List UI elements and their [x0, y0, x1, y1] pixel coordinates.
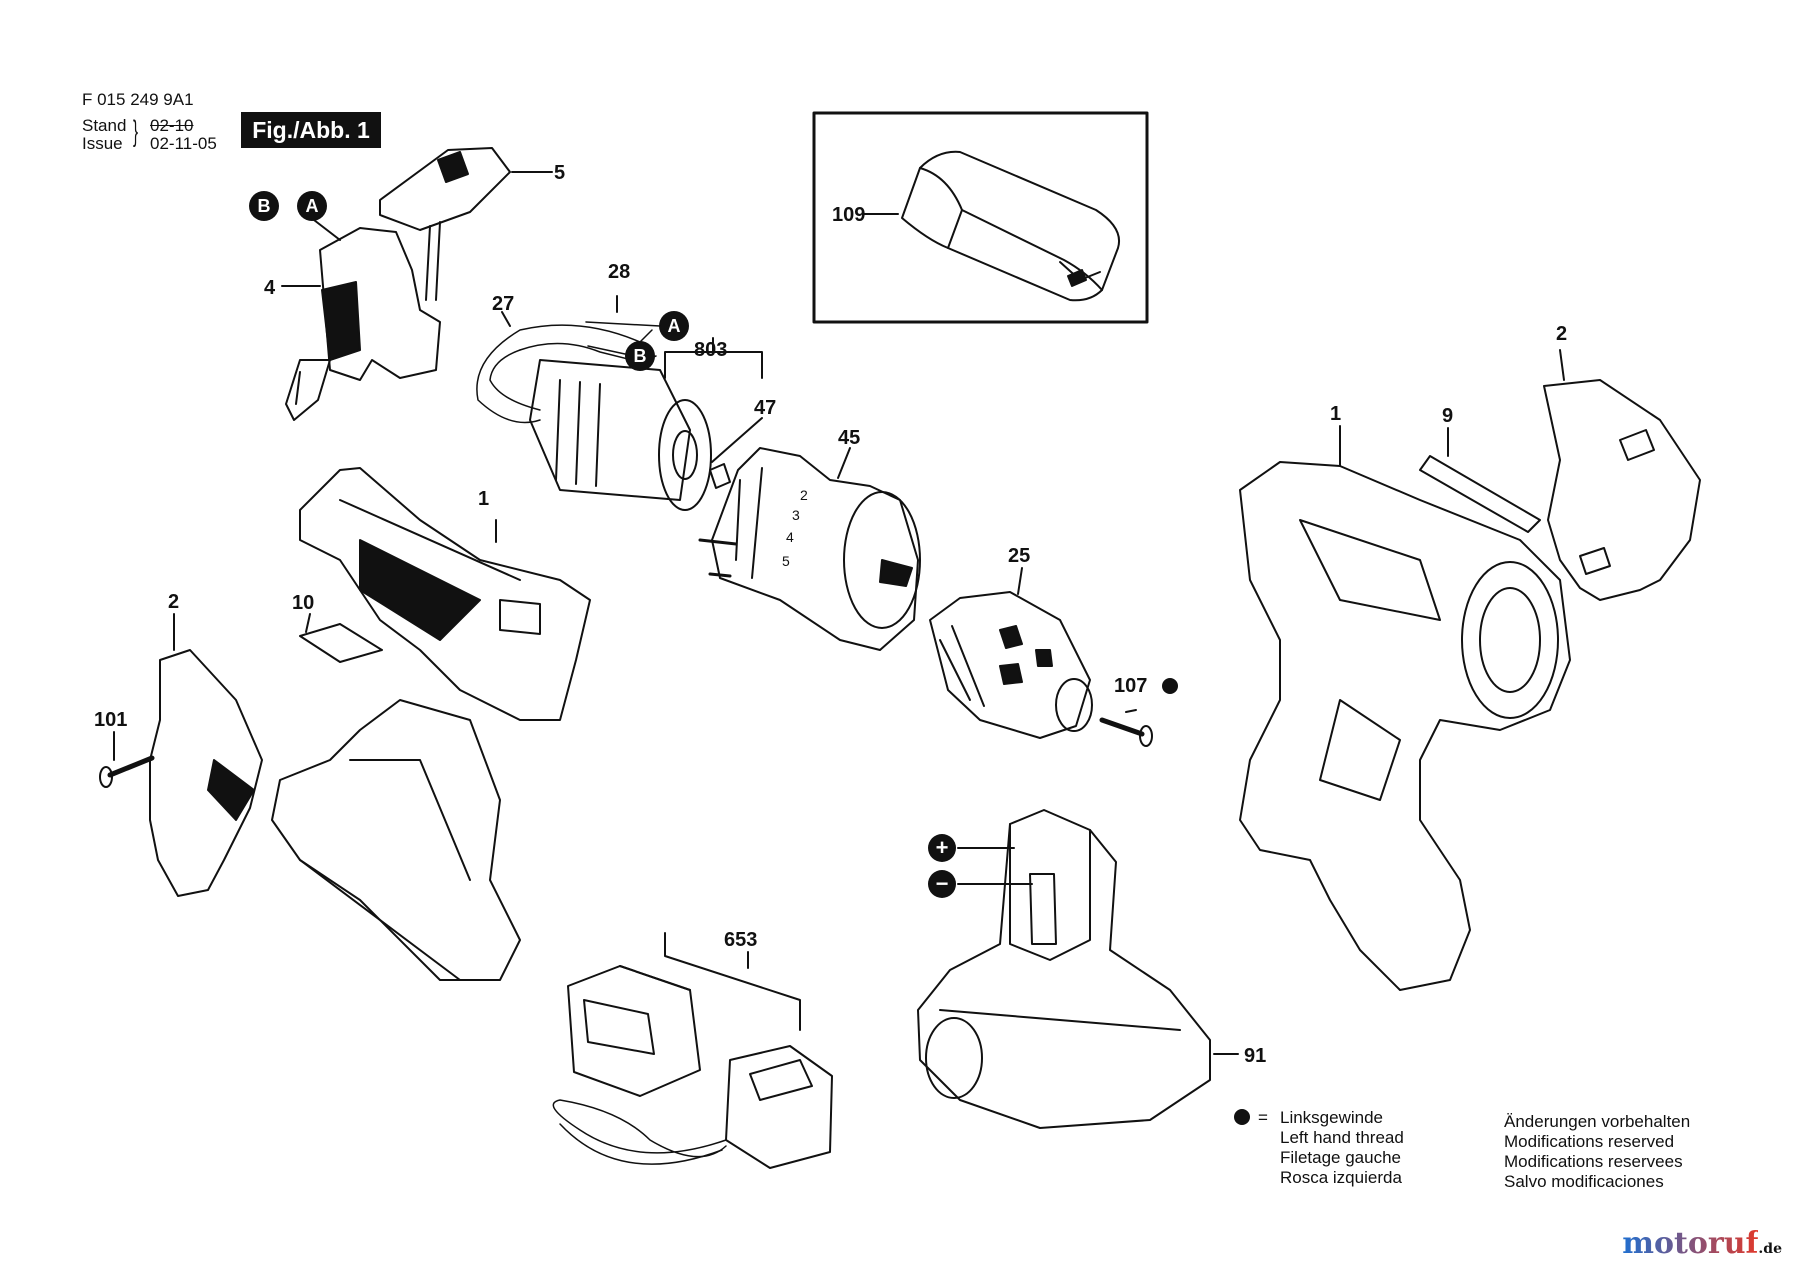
part-101-screw — [99, 731, 155, 788]
label-part-91: 91 — [1244, 1045, 1266, 1067]
note-en: Modifications reserved — [1504, 1132, 1675, 1151]
label-part-107: 107 — [1114, 675, 1147, 697]
part-1-left-housing — [271, 467, 591, 981]
part-1-right-housing — [1239, 425, 1571, 991]
modification-notes: Änderungen vorbehalten Modifications res… — [1504, 1112, 1690, 1192]
battery-cover-109 — [901, 150, 1120, 302]
label-part-28: 28 — [608, 261, 630, 283]
marker-b-switch — [249, 191, 279, 221]
inset-box-109 — [812, 111, 1149, 324]
label-part-9: 9 — [1442, 405, 1453, 427]
note-de: Änderungen vorbehalten — [1504, 1112, 1691, 1131]
marker-plus-text: + — [936, 835, 949, 860]
legend-line-fr: Filetage gauche — [1280, 1148, 1401, 1167]
label-part-2-right: 2 — [1556, 323, 1567, 345]
label-part-25: 25 — [1008, 545, 1030, 567]
part-4-switch — [281, 219, 441, 421]
svg-text:4: 4 — [786, 529, 794, 545]
label-part-653: 653 — [724, 929, 757, 951]
label-part-47: 47 — [754, 397, 776, 419]
figure-label: Fig./Abb. 1 — [241, 112, 381, 148]
marker-a-wire — [659, 311, 689, 341]
part-5-slide-switch — [379, 147, 553, 301]
old-date: 02-10 — [150, 116, 194, 135]
left-hand-thread-dot-107 — [1162, 678, 1178, 694]
brand-suffix: .de — [1758, 1241, 1782, 1257]
label-part-109: 109 — [832, 204, 865, 226]
label-part-1-left: 1 — [478, 488, 489, 510]
brand-watermark: motoruf.de — [1622, 1226, 1782, 1261]
brace-glyph: } — [133, 115, 139, 148]
marker-plus — [928, 834, 956, 862]
label-part-45: 45 — [838, 427, 860, 449]
part-2-right-cover — [1543, 349, 1701, 601]
label-part-5: 5 — [554, 162, 565, 184]
marker-a-wire-text: A — [668, 316, 681, 336]
part-9-label — [1419, 455, 1541, 533]
part-803-motor — [476, 324, 731, 511]
marker-minus-text: − — [936, 871, 949, 896]
stand-label: Stand — [82, 116, 127, 135]
part-2-left-cover — [149, 613, 263, 897]
part-10-label — [299, 623, 383, 663]
issue-date: 02-11-05 — [150, 134, 217, 153]
marker-b-wire — [625, 341, 655, 371]
marker-minus — [928, 870, 956, 898]
part-25-chuck — [929, 567, 1093, 739]
part-45-gearbox: 2 3 4 5 — [698, 447, 921, 651]
legend-line-de: Linksgewinde — [1280, 1108, 1384, 1127]
part-107-screw — [1099, 709, 1153, 747]
label-part-803: 803 — [694, 339, 727, 361]
svg-text:5: 5 — [782, 553, 790, 569]
label-part-27: 27 — [492, 293, 514, 315]
marker-a-switch — [297, 191, 327, 221]
marker-b-switch-text: B — [258, 196, 271, 216]
legend-equals: = — [1258, 1108, 1268, 1127]
legend-block: Linksgewinde Left hand thread Filetage g… — [1280, 1108, 1404, 1188]
label-part-4: 4 — [264, 277, 276, 299]
marker-a-switch-text: A — [306, 196, 319, 216]
marker-b-wire-text: B — [634, 346, 647, 366]
note-es: Salvo modificaciones — [1504, 1172, 1664, 1191]
legend-line-en: Left hand thread — [1280, 1128, 1404, 1147]
legend-dot — [1234, 1109, 1250, 1125]
bracket-653 — [664, 932, 801, 1031]
issue-label: Issue — [82, 134, 123, 153]
svg-text:2: 2 — [800, 487, 808, 503]
label-part-2-left: 2 — [168, 591, 179, 613]
svg-text:3: 3 — [792, 507, 800, 523]
part-653-charger — [552, 965, 833, 1169]
brand-name: motoruf — [1622, 1226, 1759, 1261]
legend-line-es: Rosca izquierda — [1280, 1168, 1402, 1187]
part-91-battery — [917, 809, 1239, 1129]
label-part-101: 101 — [94, 709, 127, 731]
document-number: F 015 249 9A1 — [82, 90, 194, 109]
note-fr: Modifications reservees — [1504, 1152, 1683, 1171]
label-part-10: 10 — [292, 592, 314, 614]
label-part-1-right: 1 — [1330, 403, 1341, 425]
